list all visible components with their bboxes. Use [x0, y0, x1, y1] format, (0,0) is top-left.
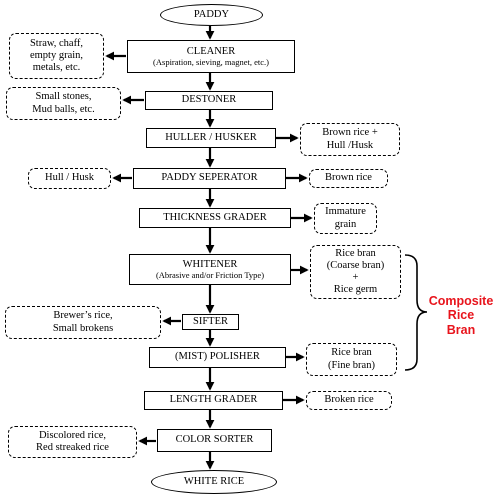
- fine-bran-line-2: (Fine bran): [328, 359, 375, 371]
- sorter-waste-box: Discolored rice, Red streaked rice: [8, 426, 137, 458]
- immature-grain-line-2: grain: [334, 218, 357, 230]
- cleaner-label: CLEANER: [186, 45, 236, 57]
- end-node: WHITE RICE: [151, 470, 277, 494]
- composite-line-2: Rice: [447, 308, 475, 323]
- hull-husk-label: Hull / Husk: [44, 172, 94, 184]
- composite-rice-bran-label: Composite Rice Bran: [422, 294, 500, 337]
- separator-box: PADDY SEPERATOR: [133, 168, 286, 189]
- whitener-box: WHITENER (Abrasive and/or Friction Type): [129, 254, 291, 285]
- immature-grain-box: Immature grain: [314, 203, 377, 234]
- cleaner-sublabel: (Aspiration, sieving, magnet, etc.): [153, 56, 269, 67]
- thickness-grader-box: THICKNESS GRADER: [139, 208, 291, 228]
- color-sorter-box: COLOR SORTER: [157, 429, 272, 452]
- polisher-label: (MIST) POLISHER: [175, 351, 260, 363]
- composite-line-3: Bran: [446, 322, 476, 337]
- immature-grain-line-1: Immature: [325, 206, 366, 218]
- sifter-label: SIFTER: [192, 315, 228, 327]
- destoner-box: DESTONER: [145, 91, 273, 110]
- coarse-bran-line-4: Rice germ: [333, 284, 378, 296]
- brown-rice-label: Brown rice: [325, 172, 372, 184]
- coarse-bran-line-3: +: [352, 272, 359, 283]
- cleaner-waste-line-2: empty grain,: [29, 49, 84, 61]
- cleaner-waste-line-1: Straw, chaff,: [29, 37, 84, 49]
- whitener-sublabel: (Abrasive and/or Friction Type): [155, 269, 265, 280]
- huller-output-line-1: Brown rice +: [322, 127, 378, 139]
- length-grader-label: LENGTH GRADER: [169, 394, 258, 406]
- polisher-box: (MIST) POLISHER: [149, 347, 286, 368]
- huller-label: HULLER / HUSKER: [165, 131, 257, 143]
- cleaner-waste-line-3: metals, etc.: [32, 62, 81, 74]
- huller-box: HULLER / HUSKER: [146, 128, 276, 148]
- destoner-label: DESTONER: [181, 94, 237, 106]
- coarse-bran-line-1: Rice bran: [335, 247, 376, 259]
- coarse-bran-line-2: (Coarse bran): [326, 259, 385, 271]
- brown-rice-box: Brown rice: [309, 169, 388, 188]
- coarse-bran-box: Rice bran (Coarse bran) + Rice germ: [310, 245, 401, 299]
- composite-bran-brace: [404, 254, 428, 371]
- hull-husk-box: Hull / Husk: [28, 168, 111, 189]
- start-node: PADDY: [160, 4, 263, 26]
- cleaner-box: CLEANER (Aspiration, sieving, magnet, et…: [127, 40, 295, 73]
- sifter-waste-box: Brewer’s rice, Small brokens: [5, 306, 161, 339]
- thickness-grader-label: THICKNESS GRADER: [163, 211, 267, 223]
- sifter-box: SIFTER: [182, 314, 239, 330]
- destoner-waste-line-2: Mud balls, etc.: [32, 103, 95, 115]
- length-grader-box: LENGTH GRADER: [144, 391, 283, 410]
- broken-rice-label: Broken rice: [324, 394, 374, 406]
- sifter-waste-line-1: Brewer’s rice,: [53, 310, 113, 322]
- cleaner-waste-box: Straw, chaff, empty grain, metals, etc.: [9, 33, 104, 79]
- end-label: WHITE RICE: [183, 475, 245, 487]
- fine-bran-line-1: Rice bran: [331, 347, 372, 359]
- sorter-waste-line-2: Red streaked rice: [36, 442, 109, 453]
- broken-rice-box: Broken rice: [306, 391, 392, 410]
- destoner-waste-box: Small stones, Mud balls, etc.: [6, 87, 121, 120]
- color-sorter-label: COLOR SORTER: [175, 434, 254, 446]
- sifter-waste-line-2: Small brokens: [52, 322, 114, 334]
- huller-output-line-2: Hull /Husk: [326, 139, 374, 151]
- fine-bran-box: Rice bran (Fine bran): [306, 343, 397, 376]
- composite-line-1: Composite: [428, 294, 494, 308]
- huller-output-box: Brown rice + Hull /Husk: [300, 123, 400, 156]
- whitener-label: WHITENER: [182, 258, 238, 270]
- sorter-waste-line-1: Discolored rice,: [38, 429, 107, 441]
- start-label: PADDY: [193, 8, 230, 20]
- separator-label: PADDY SEPERATOR: [161, 172, 258, 184]
- destoner-waste-line-1: Small stones,: [35, 91, 92, 103]
